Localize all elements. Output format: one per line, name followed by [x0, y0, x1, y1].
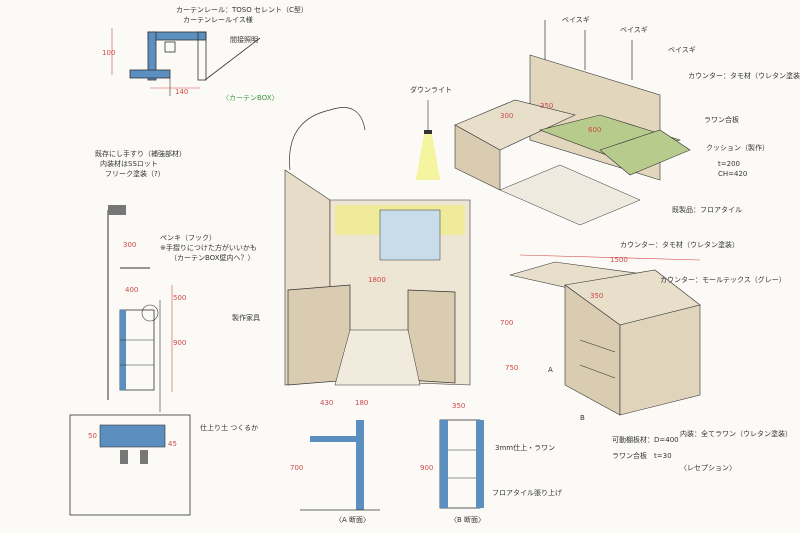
- dim-500: 500: [173, 294, 186, 302]
- dim-600: 600: [588, 126, 601, 134]
- shelf-note-2: 内装材はSSロット: [100, 159, 158, 168]
- dim-900: 900: [173, 339, 186, 347]
- reception-counter-sketch: カウンター：タモ材（ウレタン塗装） カウンター：モールテックス（グレー） 150…: [500, 240, 792, 472]
- sec-a-dim3: 700: [290, 464, 303, 472]
- sec-b-note2: フロアタイル張り上げ: [492, 488, 562, 497]
- sec-a-caption: 〈A 断面〉: [335, 515, 370, 524]
- shelf-inner-label: 内装：全てラワン（ウレタン塗装）: [680, 429, 792, 438]
- dim-350: 350: [540, 102, 553, 110]
- sec-note: 仕上り土 つくるか: [200, 423, 258, 432]
- dim-350b: 350: [590, 292, 603, 300]
- cushion-label: クッション（製作）: [706, 143, 769, 152]
- shelf-note-3: フリーク塗装（?）: [105, 169, 165, 178]
- reception-caption: 〈レセプション〉: [680, 464, 736, 472]
- wall-label-1: ベイスギ: [562, 16, 590, 24]
- dim-300: 300: [123, 241, 136, 249]
- cushion-label-3: CH=420: [718, 170, 747, 178]
- sofa-bench-sketch: ベイスギ ベイスギ ベイスギ カウンター：タモ材（ウレタン塗装） ラワン合板 ク…: [454, 16, 800, 226]
- box-caption: 〈カーテンBOX〉: [222, 94, 279, 102]
- dim-a: A: [548, 366, 553, 374]
- dim-300b: 300: [500, 112, 513, 120]
- shelf-note-6: （カーテンBOX壁内へ？）: [170, 253, 255, 262]
- shelf-note-4: ペンキ（フック）: [160, 234, 216, 242]
- cushion-label-2: t=200: [718, 160, 740, 168]
- dim-1500: 1500: [610, 256, 628, 264]
- dim-b: B: [580, 414, 585, 422]
- sec-dim-a: 50: [88, 432, 97, 440]
- dim-400: 400: [125, 286, 138, 294]
- sec-a-dim1: 430: [320, 399, 333, 407]
- floor-label: 既製品：フロアタイル: [672, 205, 742, 214]
- counter-top-label: カウンター：タモ材（ウレタン塗装）: [688, 71, 800, 80]
- curtain-box-detail: カーテンレール：TOSO セレント（C型） カーテンレールイス様 間接照明 10…: [102, 5, 308, 102]
- left-shelf-elevation: 既存にし手すり（補強部材） 内装材はSSロット フリーク塗装（?） ペンキ（フッ…: [95, 149, 260, 412]
- shelf-mat-label: ラワン合板 t=30: [612, 451, 672, 460]
- rack-label: ラワン合板: [704, 115, 739, 124]
- box-dim-100: 100: [102, 49, 115, 57]
- interior-perspective: 1800: [284, 107, 471, 386]
- sec-b-caption: 〈B 断面〉: [450, 515, 485, 524]
- section-b: 350 900 3mm仕上・ラワン フロアタイル張り上げ 〈B 断面〉: [420, 402, 562, 524]
- counter2-panel-label: カウンター：モールテックス（グレー）: [660, 275, 786, 284]
- shelf-note-1: 既存にし手すり（補強部材）: [95, 149, 186, 158]
- dim-700: 700: [500, 319, 513, 327]
- sec-b-note1: 3mm仕上・ラワン: [495, 443, 555, 452]
- shelf-note-5: ※手摺りにつけた方がいいかも: [160, 243, 257, 252]
- persp-dim: 1800: [368, 276, 386, 284]
- box-top-label: カーテンレール：TOSO セレント（C型）: [176, 5, 308, 14]
- spot-label: ダウンライト: [410, 85, 452, 94]
- wall-label-3: ベイスギ: [668, 46, 696, 54]
- sec-a-dim2: 180: [355, 399, 368, 407]
- zoukei-label: 製作家具: [232, 313, 260, 322]
- sec-b-dim2: 900: [420, 464, 433, 472]
- shelf-mov-label: 可動棚板材：D=400: [612, 435, 679, 444]
- bottom-left-section: 仕上り土 つくるか 50 45: [69, 414, 258, 516]
- downlight-sketch: ダウンライト: [410, 85, 452, 180]
- sec-dim-b: 45: [168, 440, 177, 448]
- dim-750: 750: [505, 364, 518, 372]
- wall-label-2: ベイスギ: [620, 26, 648, 34]
- section-a: 430 180 700 〈A 断面〉: [290, 399, 380, 524]
- box-dim-140: 140: [175, 88, 188, 96]
- counter2-top-label: カウンター：タモ材（ウレタン塗装）: [620, 240, 739, 249]
- sec-b-dim1: 350: [452, 402, 465, 410]
- box-top-label2: カーテンレールイス様: [183, 15, 253, 24]
- box-light-label: 間接照明: [230, 35, 258, 44]
